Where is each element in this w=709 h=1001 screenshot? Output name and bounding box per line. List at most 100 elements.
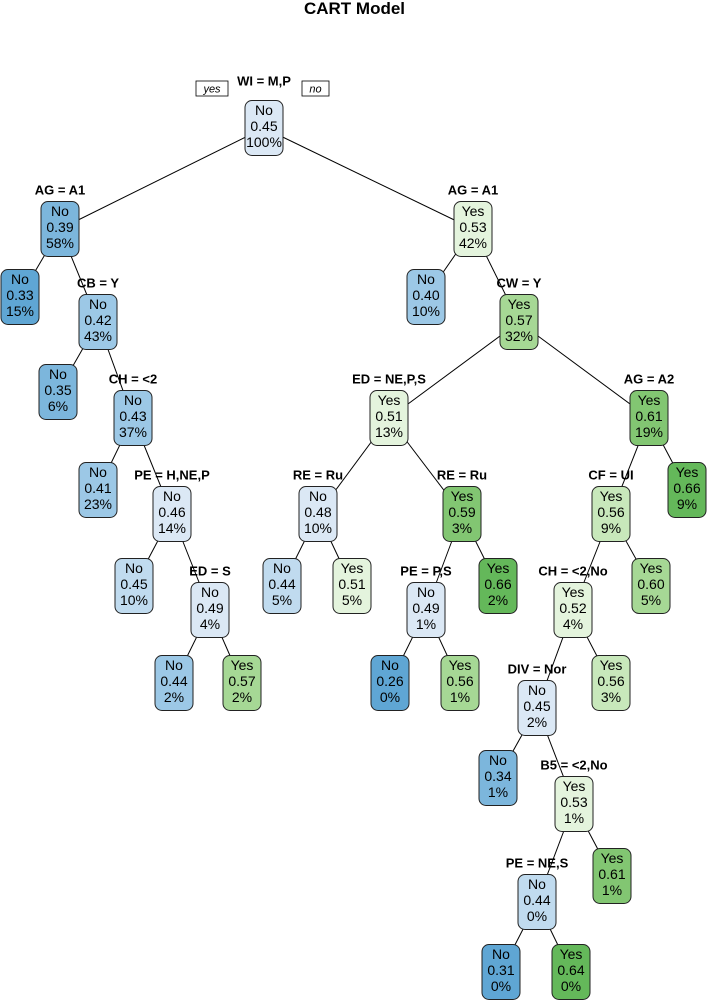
node-box xyxy=(406,269,446,325)
node-percentage: 1% xyxy=(416,616,436,632)
node-box xyxy=(0,269,40,325)
node-percentage: 2% xyxy=(527,714,547,730)
node-box xyxy=(298,486,338,542)
node-box xyxy=(631,558,671,614)
yes-label: yes xyxy=(202,84,221,96)
node-percentage: 4% xyxy=(563,616,583,632)
node-box xyxy=(551,944,591,1000)
node-probability: 0.61 xyxy=(635,408,662,424)
node-probability: 0.53 xyxy=(459,219,486,235)
node-class: No xyxy=(11,271,29,287)
node-box xyxy=(190,582,230,638)
node-percentage: 3% xyxy=(601,689,621,705)
node-box xyxy=(154,655,194,711)
node-probability: 0.26 xyxy=(376,673,403,689)
node-class: No xyxy=(89,464,107,480)
node-percentage: 0% xyxy=(380,689,400,705)
node-probability: 0.66 xyxy=(484,576,511,592)
node-percentage: 2% xyxy=(488,592,508,608)
node-class: Yes xyxy=(600,488,623,504)
node-percentage: 1% xyxy=(450,689,470,705)
node-class: Yes xyxy=(560,946,583,962)
node-probability: 0.46 xyxy=(158,504,185,520)
node-probability: 0.45 xyxy=(523,698,550,714)
node-class: No xyxy=(255,102,273,118)
tree-node-n4: No0.356% xyxy=(38,364,78,420)
split-label: AG = A2 xyxy=(624,372,674,387)
node-class: Yes xyxy=(600,657,623,673)
node-probability: 0.31 xyxy=(487,962,514,978)
node-class: Yes xyxy=(508,296,531,312)
split-label: WI = M,P xyxy=(237,74,291,89)
node-box xyxy=(442,486,482,542)
split-label: PE = P,S xyxy=(400,564,452,579)
split-label: B5 = <2,No xyxy=(540,758,607,773)
node-class: No xyxy=(528,876,546,892)
node-percentage: 10% xyxy=(412,303,440,319)
root-no-tag: no xyxy=(301,80,330,97)
node-probability: 0.51 xyxy=(375,408,402,424)
node-class: Yes xyxy=(563,778,586,794)
node-probability: 0.57 xyxy=(505,312,532,328)
node-box xyxy=(453,201,493,257)
node-probability: 0.44 xyxy=(523,892,550,908)
node-class: Yes xyxy=(451,488,474,504)
node-box xyxy=(591,655,631,711)
node-probability: 0.59 xyxy=(448,504,475,520)
node-percentage: 32% xyxy=(505,328,533,344)
node-probability: 0.35 xyxy=(44,382,71,398)
node-probability: 0.42 xyxy=(84,312,111,328)
node-class: Yes xyxy=(601,850,624,866)
node-class: No xyxy=(124,392,142,408)
node-probability: 0.66 xyxy=(673,480,700,496)
root-yes-tag: yes xyxy=(195,80,229,97)
split-label: RE = Ru xyxy=(437,468,487,483)
tree-node-n28: No0.341% xyxy=(478,750,518,806)
node-probability: 0.45 xyxy=(250,118,277,134)
tree-edge xyxy=(263,127,474,230)
split-label: RE = Ru xyxy=(293,468,343,483)
node-class: No xyxy=(309,488,327,504)
node-percentage: 19% xyxy=(635,424,663,440)
node-percentage: 3% xyxy=(452,520,472,536)
node-probability: 0.56 xyxy=(597,504,624,520)
tree-node-n21: No0.260% xyxy=(370,655,410,711)
node-box xyxy=(40,201,80,257)
node-probability: 0.51 xyxy=(338,576,365,592)
node-class: No xyxy=(489,752,507,768)
node-probability: 0.64 xyxy=(557,962,584,978)
node-percentage: 23% xyxy=(84,496,112,512)
node-percentage: 2% xyxy=(164,689,184,705)
tree-edge xyxy=(518,321,650,419)
node-percentage: 1% xyxy=(602,882,622,898)
split-label: DIV = Nor xyxy=(508,662,567,677)
tree-edge xyxy=(59,127,265,230)
node-box xyxy=(332,558,372,614)
node-class: No xyxy=(49,366,67,382)
node-probability: 0.56 xyxy=(597,673,624,689)
node-box xyxy=(113,390,153,446)
node-probability: 0.33 xyxy=(6,287,33,303)
node-class: Yes xyxy=(562,584,585,600)
node-class: No xyxy=(201,584,219,600)
node-box xyxy=(499,294,539,350)
node-class: Yes xyxy=(462,203,485,219)
node-percentage: 43% xyxy=(84,328,112,344)
